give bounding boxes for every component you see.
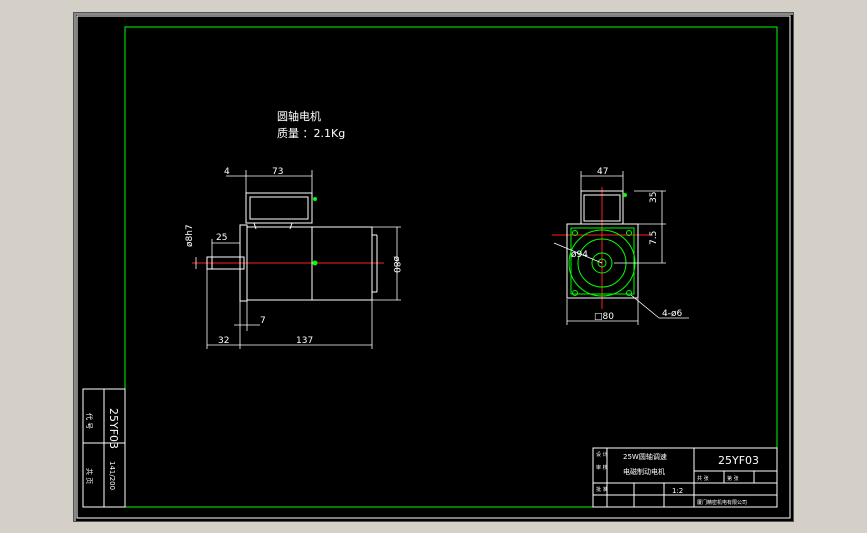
- sheet-border: [76, 15, 791, 519]
- dim-square: □80: [594, 312, 614, 322]
- part-mass: 质量 ：2.1Kg: [277, 127, 345, 140]
- dim-4: 4: [224, 167, 230, 177]
- side-page-number: 141/200: [108, 461, 116, 490]
- dim-32: 32: [218, 336, 229, 346]
- front-view: 4 73 ø8h7 25 ø80 7 32 137: [185, 167, 401, 349]
- dim-7-5: 7.5: [649, 231, 659, 245]
- shaft-boss: [591, 252, 613, 274]
- motor-body: [246, 226, 373, 301]
- dim-shaft-length: 25: [216, 233, 227, 243]
- part-name-line2: 电磁制动电机: [623, 467, 665, 476]
- mount-hole: [572, 230, 578, 236]
- sheet-index: 第 张: [727, 475, 739, 482]
- scale-value: 1:2: [672, 487, 683, 495]
- part-title: 圆轴电机: [277, 109, 321, 123]
- drawing-frame: [124, 26, 778, 508]
- dim-body-dia: ø80: [391, 256, 401, 273]
- mount-hole: [626, 230, 632, 236]
- dim-shaft-dia: ø8h7: [185, 224, 195, 247]
- dim-35: 35: [649, 192, 659, 203]
- dim-73: 73: [272, 167, 283, 177]
- center-mark: [312, 260, 318, 266]
- drawing-number: 25YF03: [718, 454, 759, 467]
- row-label-2: 审 核: [596, 464, 608, 471]
- side-terminal-box: [580, 190, 624, 225]
- mount-hole: [626, 290, 632, 296]
- side-label-b: 共 页: [85, 468, 94, 484]
- part-name-line1: 25W圆轴调速: [623, 452, 667, 461]
- side-doc-number: 25YF03: [107, 408, 120, 449]
- ground-mark: [313, 197, 317, 201]
- dim-flange-7: 7: [260, 316, 266, 326]
- drawing-viewport[interactable]: 25YF03 141/200 代 号 共 页 圆轴电机 质量 ：2.1Kg 4: [73, 12, 794, 522]
- row-label-1: 设 计: [596, 451, 608, 458]
- shaft: [206, 256, 245, 270]
- side-strip: 25YF03 141/200 代 号 共 页: [82, 388, 126, 508]
- dim-137: 137: [296, 336, 313, 346]
- company-name: 厦门精密机电有限公司: [697, 499, 747, 506]
- side-label-a: 代 号: [85, 413, 94, 429]
- row-label-3: 批 准: [596, 486, 608, 493]
- dim-holes: 4-ø6: [662, 309, 682, 319]
- mount-hole: [572, 290, 578, 296]
- dim-pcd: ø94: [571, 250, 588, 260]
- title-block: 25W圆轴调速 电磁制动电机 25YF03 1:2 设 计 审 核 批 准 共 …: [592, 447, 778, 508]
- cad-drawing-canvas: 25YF03 141/200 代 号 共 页 圆轴电机 质量 ：2.1Kg 4: [76, 15, 791, 519]
- dim-47: 47: [597, 167, 608, 177]
- sheet-count: 共 张: [697, 475, 709, 482]
- side-view: 47 35 7.5 ø94 □80 4-ø6: [552, 167, 689, 325]
